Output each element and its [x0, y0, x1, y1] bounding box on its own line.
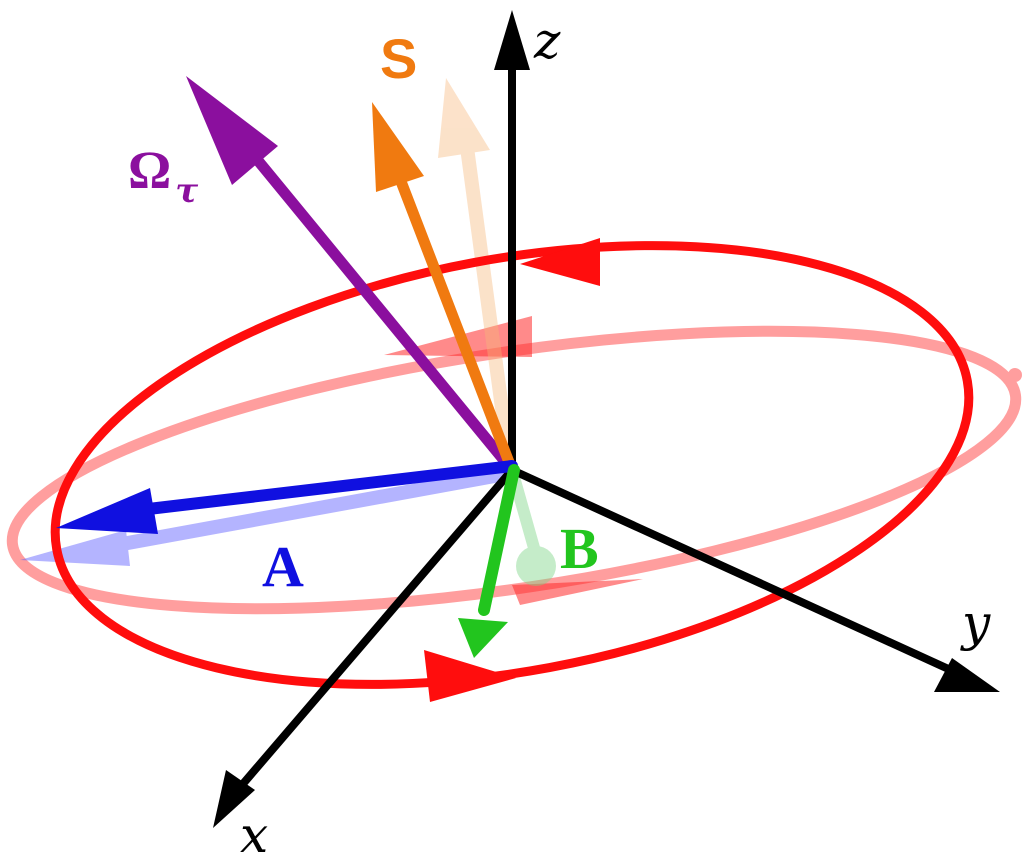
- ghost-orbit-direction-cone-bottom: [512, 579, 643, 605]
- a-arrow: [56, 460, 518, 534]
- ghost-a-arrow: [20, 468, 507, 566]
- a-vector-label: A: [262, 534, 304, 599]
- b-arrow: [458, 464, 520, 658]
- omega-tau-label: Ω τ: [128, 140, 198, 211]
- y-axis-label: y: [960, 594, 991, 652]
- b-vector-label: B: [560, 516, 599, 581]
- omega-tau-arrow: [186, 76, 518, 476]
- orbit-direction-cone-bottom: [424, 650, 516, 702]
- y-axis: [510, 466, 1000, 692]
- omega-subscript: τ: [175, 171, 198, 211]
- z-axis: [494, 10, 530, 470]
- x-axis: [213, 467, 516, 828]
- spin-s-arrow: [372, 102, 518, 476]
- z-axis-label: z: [533, 12, 561, 70]
- omega-symbol: Ω: [128, 140, 171, 200]
- ghost-s-arrow: [438, 78, 517, 475]
- x-axis-label: x: [240, 806, 268, 859]
- current-orbit: [50, 241, 974, 689]
- orbit-direction-cone-top: [520, 238, 600, 286]
- spin-s-label: S: [380, 27, 417, 90]
